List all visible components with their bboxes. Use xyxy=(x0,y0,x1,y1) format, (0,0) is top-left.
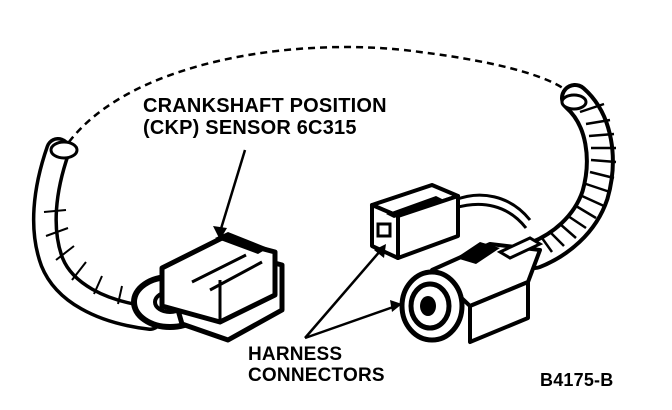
wire-continuation-dashed-line xyxy=(60,45,576,153)
left-wire-harness xyxy=(31,137,163,331)
harness-callout-label: HARNESS CONNECTORS xyxy=(248,344,385,387)
lower-harness-connector xyxy=(399,236,544,344)
harness-leader-line-upper xyxy=(304,249,382,339)
upper-connector-wires xyxy=(454,193,532,229)
harness-leader-line-lower xyxy=(304,304,397,340)
sensor-leader-line xyxy=(218,149,247,233)
ckp-sensor xyxy=(131,232,285,343)
figure-id-label: B4175-B xyxy=(540,370,614,390)
sensor-callout-label: CRANKSHAFT POSITION (CKP) SENSOR 6C315 xyxy=(143,95,387,139)
harness-leader-arrowhead-upper xyxy=(374,244,386,258)
harness-leader-arrowhead-lower xyxy=(390,300,402,312)
right-wire-harness xyxy=(520,83,617,270)
sensor-label-line-2: (CKP) SENSOR 6C315 xyxy=(143,117,357,139)
harness-label-line-2: CONNECTORS xyxy=(248,364,385,386)
harness-label-line-1: HARNESS xyxy=(248,344,343,365)
sensor-leader-arrowhead xyxy=(213,226,227,240)
sensor-label-line-1: CRANKSHAFT POSITION xyxy=(143,95,387,117)
upper-harness-connector xyxy=(370,183,460,260)
